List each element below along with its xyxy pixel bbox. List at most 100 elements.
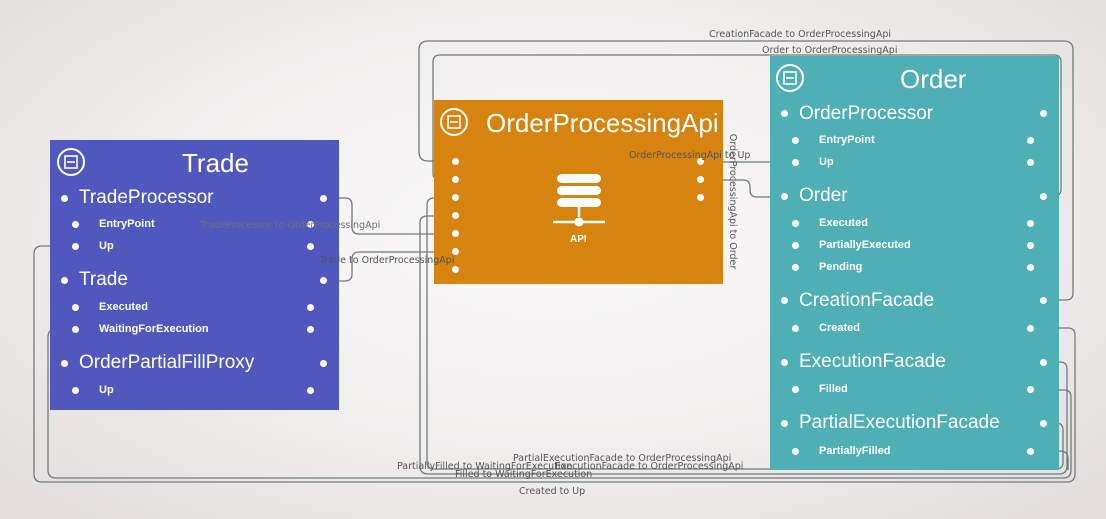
port-in[interactable] <box>781 193 788 200</box>
wire-label: Created to Up <box>519 486 586 497</box>
port-in[interactable] <box>452 176 459 183</box>
port-in[interactable] <box>452 158 459 165</box>
up-label-2: Up <box>99 384 114 396</box>
api-icon-label: API <box>570 234 587 245</box>
order-processor-label: OrderProcessor <box>799 103 934 124</box>
port-in[interactable] <box>452 212 459 219</box>
trade-processor-label: TradeProcessor <box>79 187 214 208</box>
order-label: Order <box>799 185 848 206</box>
wire-label: PartiallyFilled to WaitingForExecution <box>397 461 573 472</box>
port-out[interactable] <box>1040 193 1047 200</box>
creation-facade-label: CreationFacade <box>799 290 935 311</box>
port-out[interactable] <box>1027 325 1034 332</box>
wire-label: Filled to WaitingForExecution <box>455 469 593 480</box>
port-in[interactable] <box>452 266 459 273</box>
trade-node[interactable]: Trade TradeProcessor EntryPoint Up Trade… <box>50 140 339 410</box>
execution-facade-label: ExecutionFacade <box>799 351 946 372</box>
collapse-icon[interactable] <box>56 147 86 177</box>
up-label: Up <box>819 156 834 168</box>
port-in[interactable] <box>452 194 459 201</box>
port-in[interactable] <box>792 137 799 144</box>
port-out[interactable] <box>697 194 704 201</box>
port-in[interactable] <box>792 448 799 455</box>
port-out[interactable] <box>1027 386 1034 393</box>
port-in[interactable] <box>792 159 799 166</box>
port-in[interactable] <box>72 326 79 333</box>
port-in[interactable] <box>781 420 788 427</box>
pending-label: Pending <box>819 261 863 273</box>
order-node[interactable]: Order OrderProcessor EntryPoint Up Order… <box>770 56 1059 470</box>
port-out[interactable] <box>697 176 704 183</box>
port-out[interactable] <box>1027 220 1034 227</box>
port-out[interactable] <box>1040 359 1047 366</box>
wire-creation-facade-to-api[interactable] <box>418 40 1074 301</box>
trade-node-title: Trade <box>182 148 249 178</box>
order-node-title: Order <box>900 64 967 94</box>
port-in[interactable] <box>61 360 68 367</box>
port-in[interactable] <box>792 242 799 249</box>
up-label: Up <box>99 240 114 252</box>
port-in[interactable] <box>72 387 79 394</box>
collapse-icon[interactable] <box>775 63 805 93</box>
partial-execution-facade-label: PartialExecutionFacade <box>799 412 1000 433</box>
wire-execution-facade-to-api[interactable] <box>419 210 1068 475</box>
filled-label: Filled <box>819 383 848 395</box>
port-out[interactable] <box>1040 297 1047 304</box>
wire-label: Order to OrderProcessingApi <box>762 45 898 56</box>
wire-created-to-up[interactable] <box>33 240 1076 483</box>
port-out[interactable] <box>307 304 314 311</box>
server-stack-icon <box>553 174 605 227</box>
collapse-icon[interactable] <box>439 107 469 137</box>
wire-order-to-api[interactable] <box>432 54 1062 197</box>
port-out[interactable] <box>1027 159 1034 166</box>
order-partial-fill-proxy-label: OrderPartialFillProxy <box>79 352 255 373</box>
wire-partial-execution-facade-to-api[interactable] <box>426 192 1064 470</box>
wire-partially-filled-to-waiting[interactable] <box>1030 450 1069 470</box>
port-in[interactable] <box>781 359 788 366</box>
wire-trade-processor-to-api[interactable] <box>324 197 454 240</box>
port-out[interactable] <box>320 360 327 367</box>
port-in[interactable] <box>61 195 68 202</box>
wire-filled-to-waiting[interactable] <box>47 323 1072 479</box>
port-out[interactable] <box>1027 264 1034 271</box>
port-in[interactable] <box>452 230 459 237</box>
port-in[interactable] <box>792 386 799 393</box>
wire-label: Trade to OrderProcessingApi <box>320 255 455 266</box>
port-out[interactable] <box>1040 420 1047 427</box>
port-out[interactable] <box>320 195 327 202</box>
port-out[interactable] <box>1027 242 1034 249</box>
port-out[interactable] <box>320 277 327 284</box>
port-in[interactable] <box>72 304 79 311</box>
port-out[interactable] <box>1027 137 1034 144</box>
port-in[interactable] <box>792 220 799 227</box>
api-node-title: OrderProcessingApi <box>486 108 719 138</box>
executed-label: Executed <box>819 217 868 229</box>
wire-api-to-order[interactable] <box>701 179 785 203</box>
port-out[interactable] <box>307 221 314 228</box>
entry-point-label: EntryPoint <box>99 218 155 230</box>
entry-point-label: EntryPoint <box>819 134 875 146</box>
wire-label: TradeProcessor to OrderProcessingApi <box>200 220 381 231</box>
port-out[interactable] <box>697 158 704 165</box>
port-in[interactable] <box>72 221 79 228</box>
created-label: Created <box>819 322 860 334</box>
api-node[interactable]: OrderProcessingApi API <box>434 100 723 284</box>
port-in[interactable] <box>61 277 68 284</box>
wire-trade-to-api[interactable] <box>324 246 454 282</box>
wire-label: ExecutionFacade to OrderProcessingApi <box>555 461 744 472</box>
port-out[interactable] <box>307 387 314 394</box>
port-out[interactable] <box>1027 448 1034 455</box>
port-out[interactable] <box>1040 110 1047 117</box>
port-in[interactable] <box>792 325 799 332</box>
port-out[interactable] <box>307 243 314 250</box>
port-in[interactable] <box>72 243 79 250</box>
port-in[interactable] <box>452 248 459 255</box>
partially-filled-label: PartiallyFilled <box>819 445 891 457</box>
port-in[interactable] <box>792 264 799 271</box>
port-in[interactable] <box>781 110 788 117</box>
port-in[interactable] <box>781 297 788 304</box>
port-out[interactable] <box>307 326 314 333</box>
wire-label: CreationFacade to OrderProcessingApi <box>709 29 891 40</box>
wire-label: PartialExecutionFacade to OrderProcessin… <box>513 453 732 464</box>
